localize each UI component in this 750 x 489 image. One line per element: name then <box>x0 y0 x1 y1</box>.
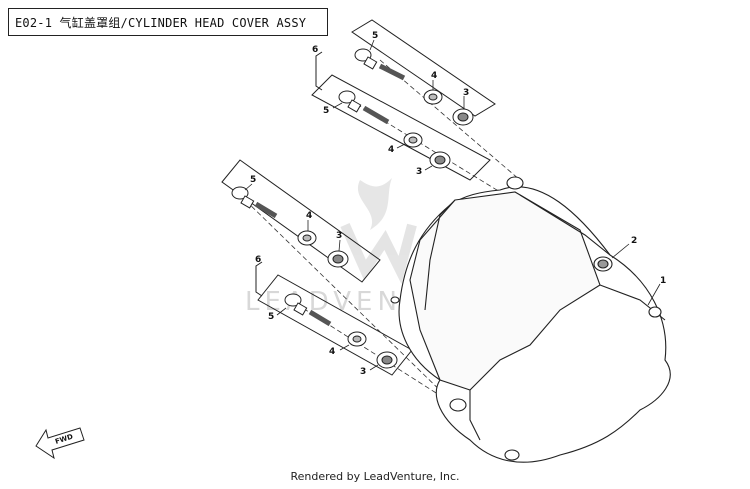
bolt-lower-1 <box>231 186 278 219</box>
leader-lines <box>244 39 661 371</box>
callout-5: 5 <box>250 175 256 185</box>
callout-1: 1 <box>660 276 666 286</box>
callout-5: 5 <box>323 106 329 116</box>
callout-6: 6 <box>312 45 318 55</box>
watermark-logo <box>340 178 417 285</box>
callout-4: 4 <box>306 211 312 221</box>
callout-3: 3 <box>360 367 366 377</box>
fwd-arrow-icon: FWD <box>35 427 85 460</box>
washers-and-grommets <box>297 89 474 369</box>
callout-4: 4 <box>431 71 437 81</box>
bracket-6-lower <box>255 261 263 297</box>
callout-2: 2 <box>631 236 637 246</box>
kit-box-upper-1 <box>351 19 496 117</box>
callout-6: 6 <box>255 255 261 265</box>
cylinder-head-cover <box>390 176 671 463</box>
callout-3: 3 <box>463 88 469 98</box>
diagram-title: E02-1 气缸盖罩组/CYLINDER HEAD COVER ASSY <box>8 8 328 36</box>
bolt-upper-1 <box>354 48 406 81</box>
kit-box-lower-1 <box>221 159 381 283</box>
bolt-parts <box>231 48 406 327</box>
footer-credit: Rendered by LeadVenture, Inc. <box>290 470 460 483</box>
callout-3: 3 <box>336 231 342 241</box>
bolt-upper-2 <box>338 90 390 125</box>
bracket-6-upper <box>315 51 323 91</box>
callout-3: 3 <box>416 167 422 177</box>
callout-4: 4 <box>329 347 335 357</box>
callouts: 1 2 3 3 3 3 4 4 4 4 5 5 5 5 6 6 <box>250 31 666 377</box>
callout-5: 5 <box>268 312 274 322</box>
bolt-group-upper <box>311 19 496 181</box>
callout-5: 5 <box>372 31 378 41</box>
bolt-lower-2 <box>284 293 332 327</box>
kit-box-upper-2 <box>311 74 491 181</box>
cover-body <box>409 191 601 391</box>
callout-4: 4 <box>388 145 394 155</box>
